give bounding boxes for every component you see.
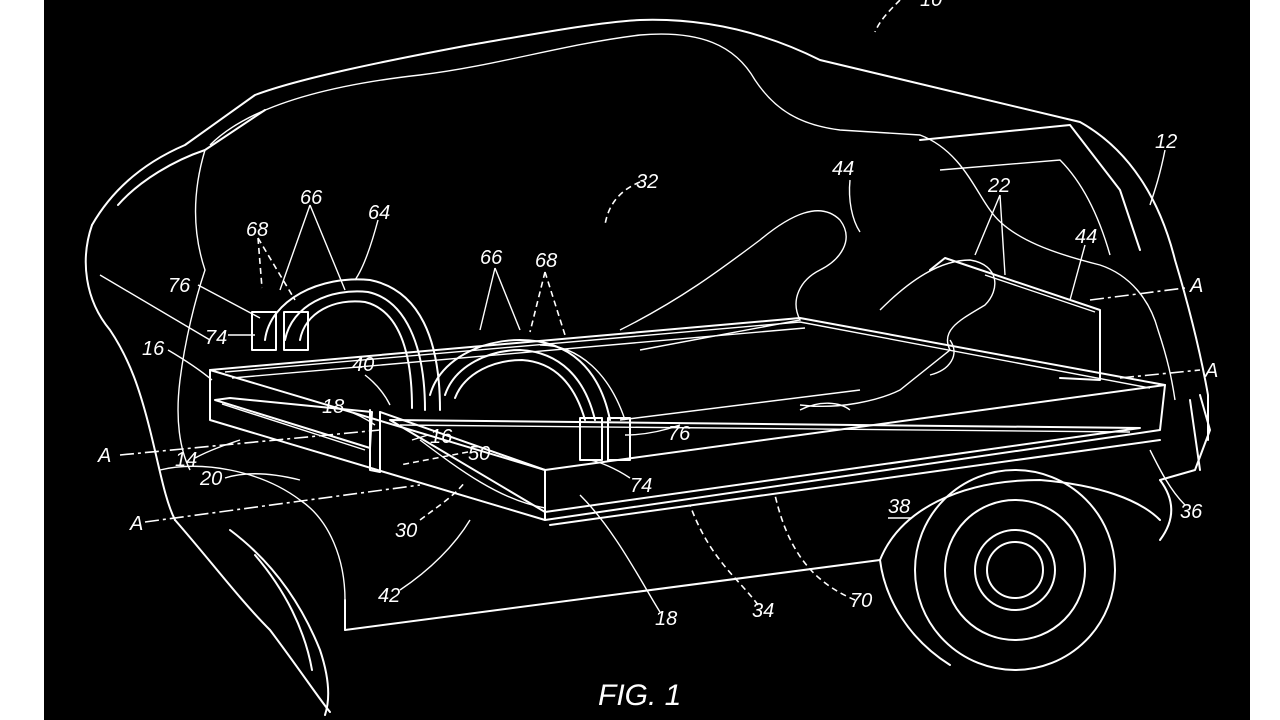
label-38: 38 <box>888 496 910 518</box>
label-22: 22 <box>987 175 1010 197</box>
cargo-platform <box>209 317 1166 526</box>
label-16: 16 <box>142 338 165 360</box>
label-42: 42 <box>378 585 400 607</box>
label-32: 32 <box>636 171 658 193</box>
label-36: 36 <box>1180 501 1203 523</box>
label-64: 64 <box>368 202 390 224</box>
occupant-figures <box>619 210 1101 421</box>
label-10: 10 <box>920 0 942 11</box>
label-34: 34 <box>752 600 774 622</box>
label-44: 44 <box>832 158 854 180</box>
label-a: A <box>97 445 111 467</box>
leader-lines <box>119 0 1201 613</box>
label-68: 68 <box>246 219 268 241</box>
label-40: 40 <box>352 354 374 376</box>
label-76: 76 <box>168 275 191 297</box>
reference-labels: 10 12 32 44 22 44 A A 68 66 64 66 68 76 … <box>97 0 1218 712</box>
right-page-margin <box>1250 0 1280 720</box>
label-16: 16 <box>430 426 453 448</box>
label-12: 12 <box>1155 131 1177 153</box>
label-30: 30 <box>395 520 417 542</box>
label-18: 18 <box>655 608 677 630</box>
label-a: A <box>129 513 143 535</box>
vehicle-body <box>84 18 1211 716</box>
label-74: 74 <box>205 327 227 349</box>
label-74: 74 <box>630 475 652 497</box>
label-14: 14 <box>175 449 197 471</box>
label-a: A <box>1189 275 1203 297</box>
figure-caption: FIG. 1 <box>598 679 681 712</box>
label-66: 66 <box>300 187 323 209</box>
label-44: 44 <box>1075 226 1097 248</box>
label-66: 66 <box>480 247 503 269</box>
label-70: 70 <box>850 590 872 612</box>
label-18: 18 <box>322 396 344 418</box>
label-20: 20 <box>199 468 222 490</box>
label-68: 68 <box>535 250 557 272</box>
left-page-margin <box>0 0 44 720</box>
arch-assembly <box>251 278 631 461</box>
label-a: A <box>1204 360 1218 382</box>
label-50: 50 <box>468 443 490 465</box>
label-76: 76 <box>668 423 691 445</box>
